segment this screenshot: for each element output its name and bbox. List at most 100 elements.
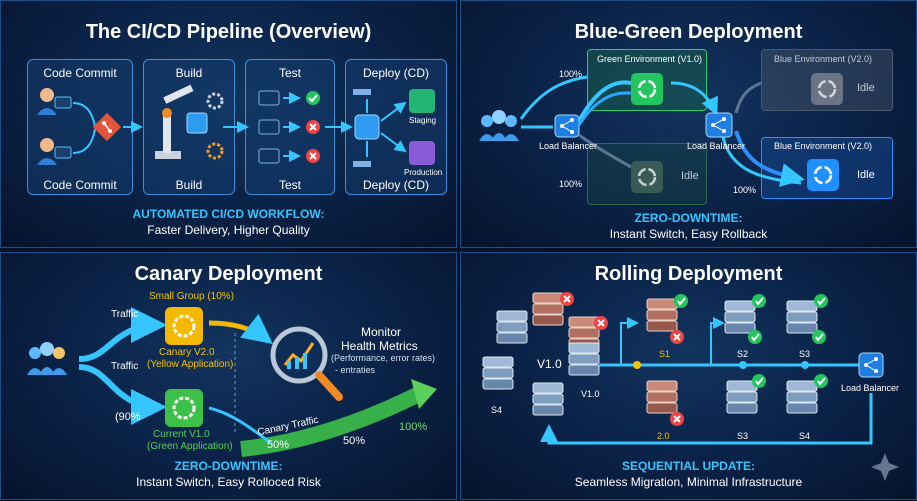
canary-footer-text: Instant Switch, Easy Rolloced Risk [136,475,321,489]
monitor-label: Monitor [361,325,402,339]
stage-build-sublabel: Build [175,178,203,192]
robot-arm-icon [155,84,194,159]
load-balancer-icon [554,114,580,138]
stage-build: Build Build [143,59,235,195]
green-app-icon [631,73,663,105]
idle-label: Idle [857,169,875,181]
server-icon [568,342,600,376]
stage-build-label: Build [175,66,203,80]
load-balancer-label-left: Load Balancer [539,141,598,151]
percent-100-label: 100% [399,421,428,433]
server-icon [532,382,564,416]
current-app-icon [165,389,203,427]
test-row-pass [258,90,320,106]
canary-app-icon [165,307,203,345]
traffic-label-top: Traffic [111,309,139,320]
stage-code-commit-label: Code Commit [43,66,117,80]
staging-docker-icon [409,89,435,113]
canary-graphics [27,307,437,457]
load-balancer-label: Load Balancer [841,383,900,393]
health-metrics-label: Health Metrics [341,339,418,353]
idle-label: Idle [681,170,699,182]
canary-title: Canary Deployment [134,263,323,285]
cluster-v1-label: V1.0 [537,357,562,371]
cicd-graphics [37,84,435,167]
fail-badge-icon [559,291,575,307]
server-icon [532,292,564,326]
idle-label: Idle [857,82,875,94]
server-s4-bottom-icon [786,380,818,414]
container-icon [354,114,380,140]
rolling-graphics [482,291,899,481]
developer-icon [37,88,72,165]
canary-panel: Canary Deployment Traffic Traffic [0,252,457,500]
gear-icon [206,142,224,160]
stage-test-sublabel: Test [278,178,301,192]
canary-v2-label: Canary V2.0 [159,347,215,358]
v1-label: V1.0 [581,389,600,399]
rolling-panel: Rolling Deployment [460,252,917,500]
blue-app-active-icon [807,159,839,191]
s3-bottom-label: S3 [737,431,749,441]
cicd-panel: The CI/CD Pipeline (Overview) Code Commi… [0,0,457,248]
blue-environment-idle-label: Blue Environment (V2.0) [774,54,873,64]
deploy-target-staging: Staging [409,116,437,125]
fail-badge-icon [669,411,685,427]
cicd-title: The CI/CD Pipeline (Overview) [85,21,372,43]
cicd-footer-title: AUTOMATED CI/CD WORKFLOW: [132,207,325,221]
green-environment-label: Green Environment (V1.0) [597,54,703,64]
load-balancer-label-right: Load Balancer [687,141,746,151]
server-s1-icon [646,298,678,332]
rolling-title: Rolling Deployment [594,263,783,285]
stage-deploy-sublabel: Deploy (CD) [362,178,429,192]
percent-90-label: (90% [115,411,141,423]
test-row-fail [258,119,320,135]
server-s3-icon [786,300,818,334]
percent-bottom: 100% [559,179,583,189]
bluegreen-graphics [479,73,843,193]
git-icon [92,112,122,142]
current-v1-label: Current V1.0 [153,429,210,440]
green-app-faded-icon [631,161,663,193]
s4-left-label: S4 [491,405,503,415]
bluegreen-panel: Blue-Green Deployment [460,0,917,248]
s4-bottom-label: S4 [799,431,811,441]
stage-test-label: Test [278,66,301,80]
cicd-footer-text: Faster Delivery, Higher Quality [147,223,310,237]
server-icon [482,356,514,390]
canary-footer-title: ZERO-DOWNTIME: [174,459,283,473]
deploy-target-production: Production [404,168,443,177]
stage-code-commit-sublabel: Code Commit [43,178,117,192]
load-balancer-icon [858,352,884,378]
test-row-fail [258,148,320,164]
pass-badge-icon [751,293,767,309]
current-v1-sublabel: (Green Application) [147,441,233,452]
percent-50-right: 50% [343,435,366,447]
server-v2-icon [646,380,678,414]
rolling-footer-title: SEQUENTIAL UPDATE: [622,459,755,473]
users-icon [27,342,67,375]
load-balancer-icon [705,112,733,138]
pass-badge-icon [751,373,767,389]
pass-badge-icon [747,329,763,345]
traffic-label-bottom: Traffic [111,361,139,372]
percent-50-left: 50% [267,439,290,451]
cube-icon [186,112,208,134]
small-group-label: Small Group (10%) [149,291,235,302]
percent-top: 100% [559,69,583,79]
fail-badge-icon [593,315,609,331]
s2-label: S2 [737,349,749,359]
magnifier-icon [270,326,343,401]
canary-v2-sublabel: (Yellow Application) [147,359,234,370]
blue-environment-active-label: Blue Environment (V2.0) [774,141,873,151]
monitor-sublabel: (Performance, error rates) [331,353,436,363]
monitor-sublabel-2: - entraties [335,365,376,375]
s3-label: S3 [799,349,811,359]
server-icon [496,310,528,344]
percent-right: 100% [733,185,757,195]
pass-badge-icon [811,329,827,345]
pass-badge-icon [813,293,829,309]
bluegreen-footer-text: Instant Switch, Easy Rollback [609,227,768,241]
bluegreen-footer-title: ZERO-DOWNTIME: [634,211,743,225]
pass-badge-icon [813,373,829,389]
